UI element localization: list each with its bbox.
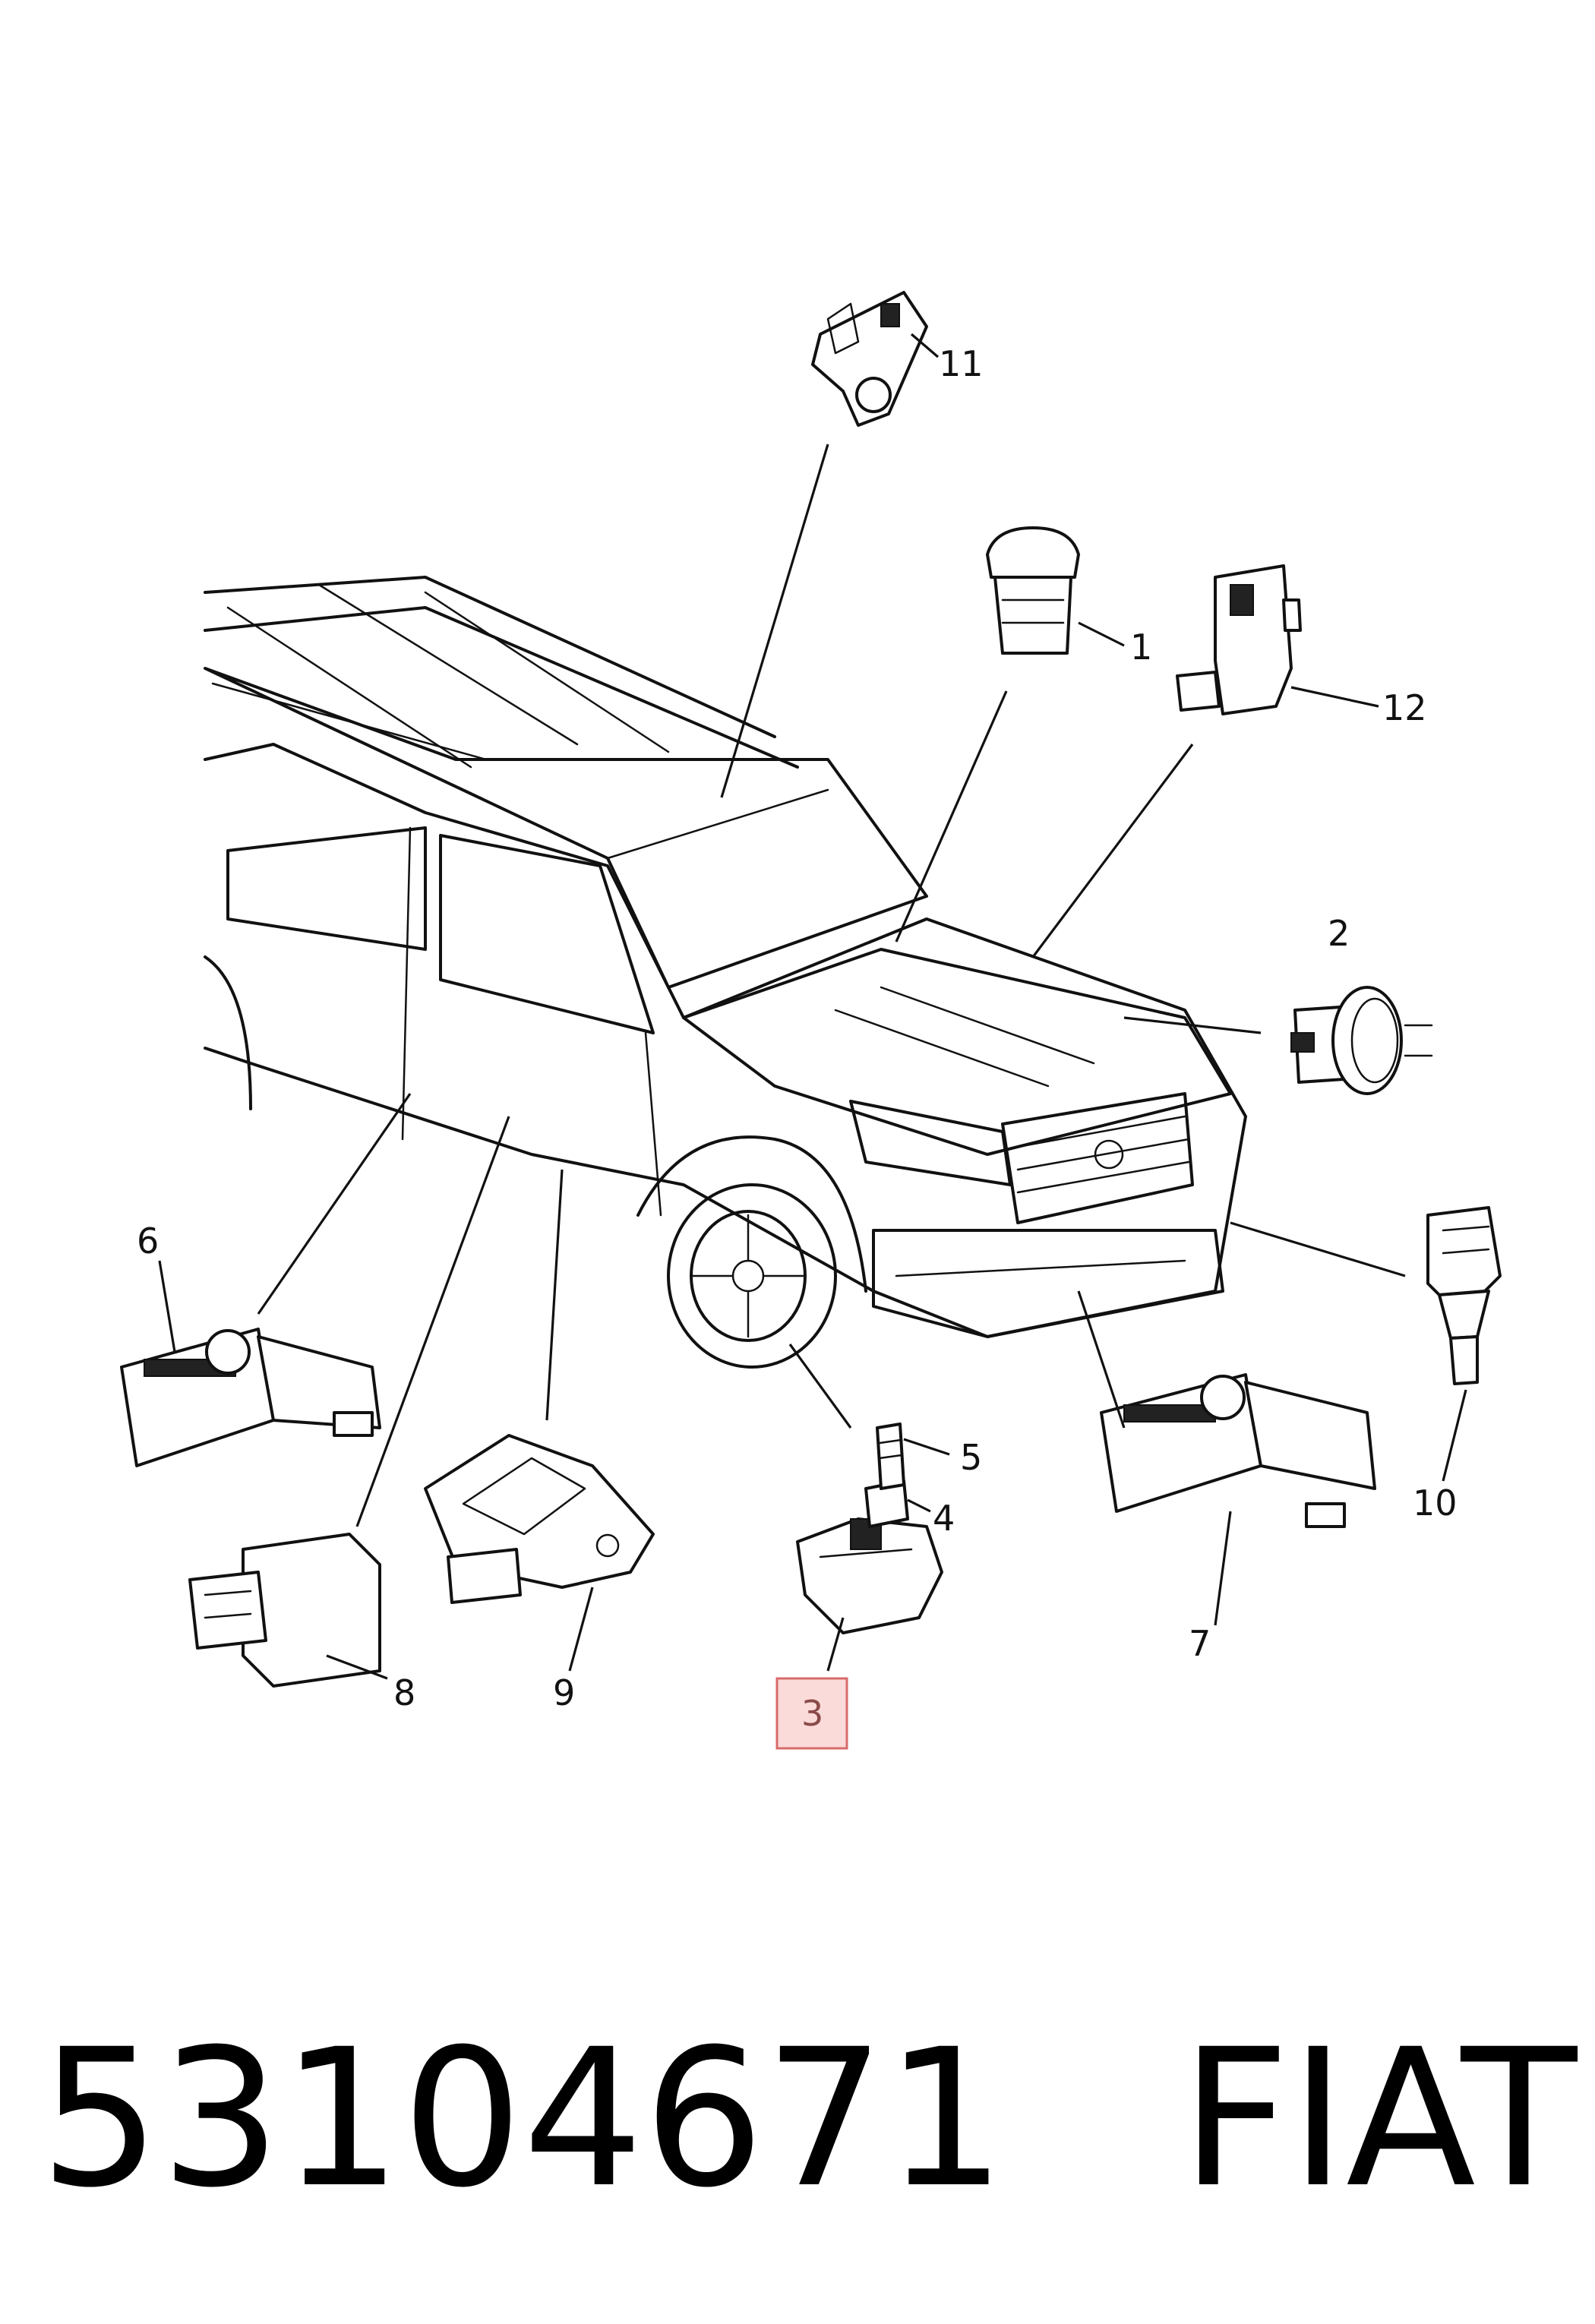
part-1-sensor [986,526,1080,655]
part-11-sensor [811,291,928,427]
callout-6: 6 [137,1220,159,1261]
part-8-connector [188,1533,381,1688]
part-3-tpms-sensor [796,1517,943,1634]
callout-1: 1 [1130,627,1152,668]
part-2-sensor [1290,986,1433,1095]
leader-lines [158,333,1467,1680]
brand-name: FIAT [1180,2008,1578,2229]
callout-12: 12 [1382,687,1427,728]
vehicle-illustration [204,576,1247,1369]
part-4-5-valve [864,1423,909,1528]
part-6-module [120,1328,381,1467]
part-10-sensor [1426,1206,1502,1385]
callout-4: 4 [933,1498,955,1539]
callout-3: 3 [801,1693,823,1734]
callout-8: 8 [393,1672,415,1713]
part-12-sensor [1176,564,1302,715]
callout-10: 10 [1413,1482,1458,1524]
callout-11: 11 [939,343,984,384]
callout-9: 9 [553,1672,575,1713]
part-9-module [424,1434,655,1604]
callout-2: 2 [1328,913,1350,954]
part-number: 53104671 [39,2008,1006,2229]
callout-5: 5 [960,1437,982,1478]
callout-3-highlight-box [775,1677,848,1750]
callout-labels: 11 1 12 2 6 5 4 10 7 8 9 3 [137,343,1458,1750]
callout-7: 7 [1189,1623,1211,1664]
part-7-module [1100,1373,1376,1528]
